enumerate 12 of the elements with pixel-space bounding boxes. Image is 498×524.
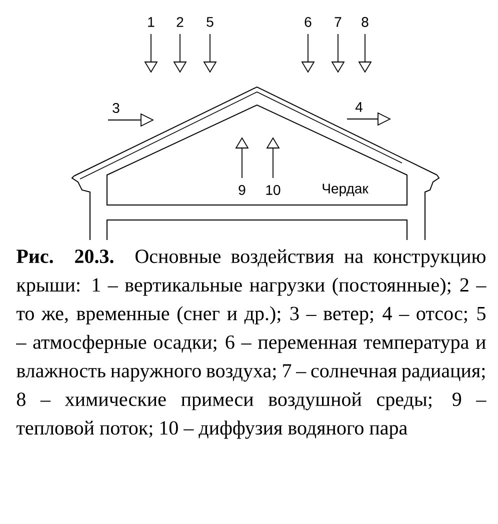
- callout-number: 4: [355, 102, 362, 112]
- callout-number: 3: [112, 103, 120, 113]
- callout-number: 1: [148, 17, 154, 27]
- callout-number: 6: [304, 17, 312, 27]
- callout-number: 9: [238, 185, 246, 195]
- callout-number: 7: [334, 17, 342, 27]
- callout-number: 8: [362, 17, 368, 27]
- callout-number: 2: [176, 17, 184, 27]
- callout-number: 5: [206, 17, 214, 27]
- room-label: Чердак: [322, 184, 368, 196]
- callout-number: 10: [266, 185, 280, 195]
- caption: Рис. 20.3. Основные воздействия на конструкцию крыши: 1 – вертикальные нагрузки (постоянные); 2 – то же, временные (снег и др.); 3 – ветер; 4 – отсос; 5 – атмосферные осадки; 6 – переменная температура и влажность наружного воздуха; 7 – солнечная радиация; 8 – химические примеси воздушной среды; 9 – тепловой поток; 10 – диффузия водяного пара: [16, 249, 486, 439]
